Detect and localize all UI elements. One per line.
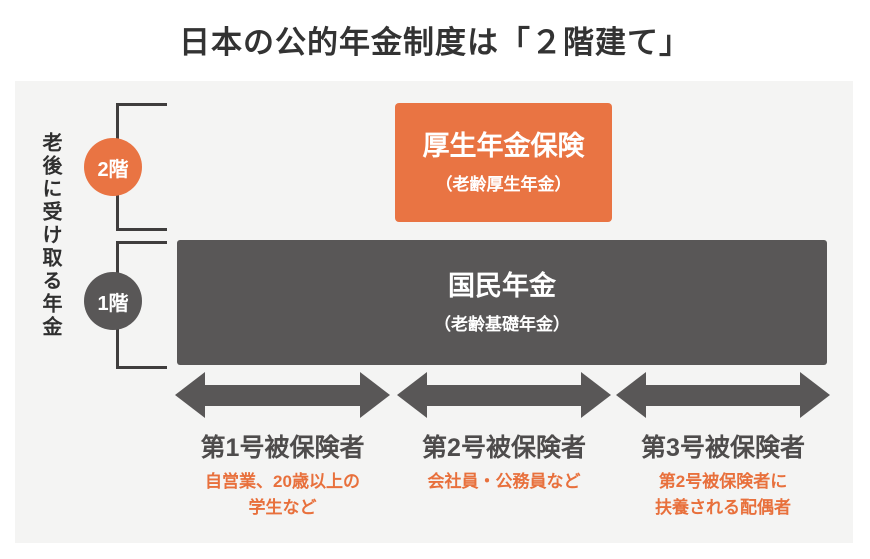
national-pension-box: 国民年金 （老齢基礎年金） <box>177 240 827 365</box>
arrow-right-head-icon <box>360 372 390 418</box>
category3-range-arrow <box>616 372 830 418</box>
arrow-right-head-icon <box>800 372 830 418</box>
category2-range-arrow <box>397 372 611 418</box>
national-pension-title: 国民年金 <box>448 270 556 301</box>
national-pension-subtitle: （老齢基礎年金） <box>434 315 570 335</box>
category1-description: 自営業、20歳以上の 学生など <box>205 472 360 518</box>
category2-description: 会社員・公務員など <box>427 472 581 491</box>
category1-label: 第1号被保険者 <box>200 434 365 462</box>
arrow-shaft <box>646 384 800 406</box>
arrow-shaft <box>427 384 581 406</box>
arrow-left-head-icon <box>616 372 646 418</box>
floor1-badge: 1階 <box>84 272 142 330</box>
category3-description: 第2号被保険者に 扶養される配偶者 <box>655 472 791 518</box>
floor2-badge: 2階 <box>84 138 142 196</box>
arrow-right-head-icon <box>581 372 611 418</box>
page-title: 日本の公的年金制度は「２階建て」 <box>179 25 691 60</box>
arrow-shaft <box>205 384 360 406</box>
employees-pension-title: 厚生年金保険 <box>422 130 585 161</box>
employees-pension-subtitle: （老齢厚生年金） <box>435 175 572 195</box>
side-axis-label: 老後に受け取る年金 <box>39 132 61 339</box>
arrow-left-head-icon <box>397 372 427 418</box>
category3-label: 第3号被保険者 <box>641 434 805 462</box>
arrow-left-head-icon <box>175 372 205 418</box>
employees-pension-box: 厚生年金保険 （老齢厚生年金） <box>395 103 612 222</box>
category2-label: 第2号被保険者 <box>422 434 586 462</box>
category1-range-arrow <box>175 372 390 418</box>
